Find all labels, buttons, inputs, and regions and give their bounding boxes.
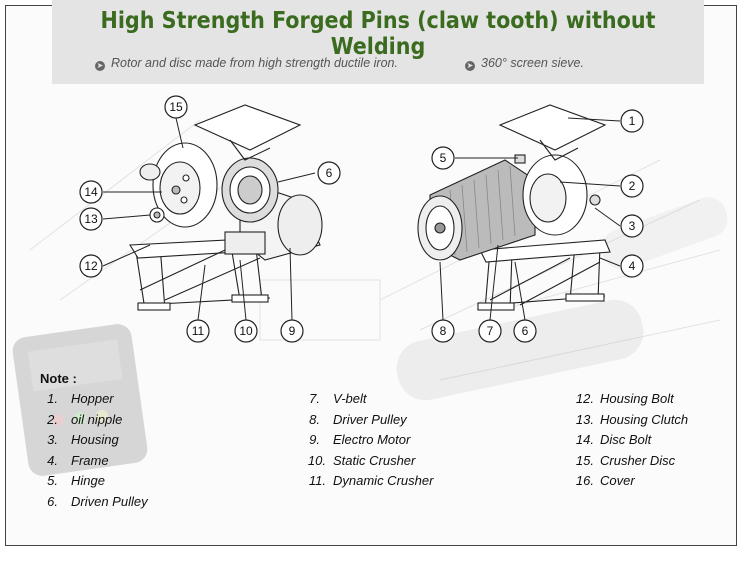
callout-15: 15 — [164, 95, 188, 119]
callout-7: 7 — [478, 319, 502, 343]
callout-6: 6 — [513, 319, 537, 343]
note-title: Note : — [40, 371, 77, 386]
svg-text:9: 9 — [289, 324, 296, 338]
callout-1: 1 — [620, 109, 644, 133]
svg-text:4: 4 — [629, 259, 636, 273]
svg-text:10: 10 — [239, 324, 253, 338]
svg-text:15: 15 — [169, 100, 183, 114]
callout-12: 12 — [79, 254, 103, 278]
page-title: High Strength Forged Pins (claw tooth) w… — [100, 8, 656, 60]
svg-text:8: 8 — [440, 324, 447, 338]
feature-item: ➤ Rotor and disc made from high strength … — [95, 56, 398, 71]
svg-text:3: 3 — [629, 219, 636, 233]
svg-text:1: 1 — [629, 114, 636, 128]
callout-9: 9 — [280, 319, 304, 343]
legend-item: 15.Crusher Disc — [575, 453, 676, 468]
legend-item: 6.Driven Pulley — [47, 494, 148, 509]
callout-2: 2 — [620, 174, 644, 198]
callout-5: 5 — [431, 146, 455, 170]
right-machine-drawing — [417, 104, 611, 311]
header-banner: High Strength Forged Pins (claw tooth) w… — [52, 0, 704, 84]
callout-11: 11 — [186, 319, 210, 343]
leader-lines — [102, 117, 621, 321]
legend-item: 1.Hopper — [47, 391, 114, 406]
legend-item: 2.oil nipple — [47, 412, 123, 427]
feature-text: Rotor and disc made from high strength d… — [111, 56, 398, 70]
arrow-circle-icon: ➤ — [95, 61, 105, 71]
legend-item: 13.Housing Clutch — [575, 412, 689, 427]
legend-item: 14.Disc Bolt — [575, 432, 652, 447]
callout-6: 6 — [317, 161, 341, 185]
legend-item: 3.Housing — [47, 432, 119, 447]
diagram-frame — [5, 5, 737, 546]
legend-item: 16.Cover — [575, 473, 635, 488]
legend-item: 12.Housing Bolt — [575, 391, 674, 406]
legend-item: 4.Frame — [47, 453, 109, 468]
svg-text:14: 14 — [84, 185, 98, 199]
callout-14: 14 — [79, 180, 103, 204]
svg-text:6: 6 — [326, 166, 333, 180]
feature-text: 360° screen sieve. — [481, 56, 584, 70]
callout-10: 10 — [234, 319, 258, 343]
legend-item: 10.Static Crusher — [307, 453, 416, 468]
svg-text:13: 13 — [84, 212, 98, 226]
legend-item: 8.Driver Pulley — [309, 412, 407, 427]
svg-text:7: 7 — [487, 324, 494, 338]
legend-item: 9.Electro Motor — [309, 432, 411, 447]
callout-3: 3 — [620, 214, 644, 238]
callout-8: 8 — [431, 319, 455, 343]
legend-item: 11.Dynamic Crusher — [308, 473, 434, 488]
feature-item: ➤ 360° screen sieve. — [465, 56, 584, 71]
svg-text:2: 2 — [629, 179, 636, 193]
svg-text:5: 5 — [440, 151, 447, 165]
svg-text:12: 12 — [84, 259, 98, 273]
arrow-circle-icon: ➤ — [465, 61, 475, 71]
svg-text:6: 6 — [522, 324, 529, 338]
svg-text:11: 11 — [192, 324, 205, 338]
legend-item: 5.Hinge — [47, 473, 105, 488]
legend-item: 7.V-belt — [309, 391, 367, 406]
callout-4: 4 — [620, 254, 644, 278]
left-machine-drawing — [129, 104, 323, 311]
callout-13: 13 — [79, 207, 103, 231]
